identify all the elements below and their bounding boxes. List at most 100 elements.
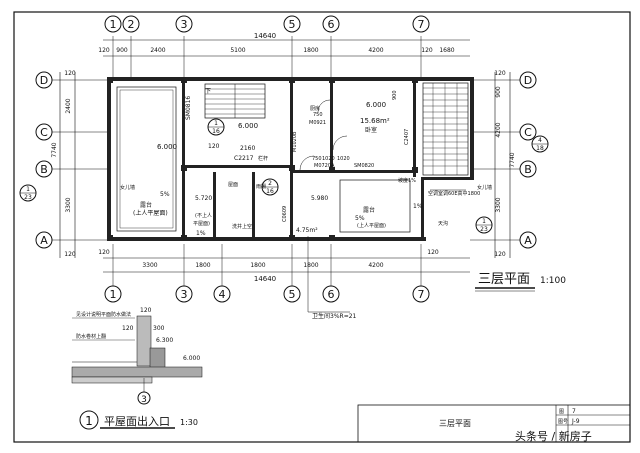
- svg-text:露台: 露台: [140, 201, 152, 209]
- svg-text:300: 300: [153, 325, 165, 332]
- sheet-border: [13, 11, 631, 443]
- detail-title-block: 1 平屋面出入口 1:30: [79, 410, 198, 430]
- svg-text:3: 3: [181, 18, 188, 31]
- svg-text:6.300: 6.300: [156, 337, 173, 344]
- svg-text:1%: 1%: [413, 203, 423, 210]
- svg-text:2160: 2160: [240, 145, 255, 152]
- axis-bottom-6: 6: [322, 285, 340, 303]
- dimension-bottom: 120 3300 1800 1800 1800 4200 120 14640: [98, 244, 470, 286]
- svg-text:SM0820: SM0820: [354, 163, 374, 169]
- axis-bottom-7: 7: [412, 285, 430, 303]
- svg-text:7: 7: [418, 18, 425, 31]
- svg-text:雨棚: 雨棚: [256, 183, 266, 190]
- detail-scale: 1:30: [180, 418, 198, 427]
- svg-text:屋面: 屋面: [228, 182, 238, 188]
- svg-text:下: 下: [205, 88, 211, 95]
- svg-text:750: 750: [312, 156, 322, 162]
- svg-text:(上人平屋面): (上人平屋面): [133, 209, 168, 217]
- svg-text:4200: 4200: [495, 122, 502, 137]
- svg-text:6.000: 6.000: [238, 122, 258, 130]
- parapet-lines: [116, 86, 466, 233]
- section-marker-stair: 1 16: [207, 118, 225, 136]
- svg-text:120: 120: [427, 249, 439, 256]
- plan-title-block: 三层平面 1:100: [475, 272, 566, 292]
- axis-top-3: 3: [175, 15, 193, 33]
- svg-text:5: 5: [289, 18, 296, 31]
- axis-bottom-4: 4: [213, 285, 231, 303]
- svg-text:图号: 图号: [558, 419, 568, 425]
- svg-text:23: 23: [480, 226, 488, 233]
- svg-text:C: C: [40, 126, 48, 139]
- svg-text:120: 120: [494, 70, 506, 77]
- svg-text:750: 750: [313, 112, 323, 118]
- axis-top-5: 5: [283, 15, 301, 33]
- svg-text:1: 1: [214, 120, 218, 127]
- svg-text:3: 3: [181, 288, 188, 301]
- axis-right-C: C: [519, 123, 537, 141]
- svg-text:900: 900: [116, 47, 128, 54]
- svg-text:卫生间3%R=21: 卫生间3%R=21: [312, 312, 357, 320]
- svg-text:3300: 3300: [495, 197, 502, 212]
- svg-text:6.000: 6.000: [366, 101, 386, 109]
- svg-text:天沟: 天沟: [438, 220, 448, 227]
- svg-text:3300: 3300: [142, 262, 157, 269]
- svg-text:7: 7: [572, 408, 576, 415]
- svg-text:7740: 7740: [509, 152, 516, 167]
- svg-text:3300: 3300: [65, 197, 72, 212]
- svg-text:2400: 2400: [65, 98, 72, 113]
- callout-note: 卫生间3%R=21: [307, 236, 357, 320]
- axis-bottom-1: 1: [104, 285, 122, 303]
- svg-text:1800: 1800: [303, 47, 318, 54]
- svg-text:120: 120: [421, 47, 433, 54]
- svg-text:5.980: 5.980: [311, 195, 328, 202]
- title-block: 三层平面 图 图号 7 J-9: [357, 404, 631, 443]
- svg-text:露台: 露台: [363, 206, 375, 214]
- svg-text:1680: 1680: [439, 47, 454, 54]
- svg-text:16: 16: [212, 128, 220, 135]
- balcony-hatch: [422, 82, 469, 176]
- axis-right-B: B: [519, 160, 537, 178]
- svg-text:5.720: 5.720: [195, 195, 212, 202]
- section-marker-right-bottom: 1 23: [475, 216, 493, 234]
- svg-text:A: A: [40, 234, 48, 247]
- svg-text:1: 1: [110, 288, 117, 301]
- svg-text:坡度1%: 坡度1%: [398, 177, 416, 184]
- svg-text:(上人平屋面): (上人平屋面): [357, 222, 386, 229]
- axis-top-7: 7: [412, 15, 430, 33]
- svg-text:SM0816: SM0816: [185, 96, 192, 120]
- svg-text:1800: 1800: [303, 262, 318, 269]
- detail-roof-entrance: 见设计说明平面防水做法 防水卷材上翻 120 120 6.300 6.000 3…: [71, 307, 203, 405]
- building-walls: [107, 77, 474, 241]
- drawing-name: 三层平面: [439, 419, 471, 428]
- axis-right-A: A: [519, 231, 537, 249]
- svg-text:15.68m²: 15.68m²: [360, 117, 390, 125]
- svg-text:空调室调60E高中1800: 空调室调60E高中1800: [428, 190, 480, 197]
- svg-text:平屋面): 平屋面): [193, 221, 210, 227]
- detail-title: 平屋面出入口: [104, 414, 170, 428]
- svg-text:120: 120: [64, 70, 76, 77]
- svg-text:1: 1: [85, 414, 93, 428]
- door-swings: [299, 99, 348, 171]
- svg-text:2: 2: [128, 18, 135, 31]
- svg-text:A: A: [524, 234, 532, 247]
- svg-text:1020: 1020: [337, 156, 350, 162]
- svg-text:1800: 1800: [250, 262, 265, 269]
- svg-text:14640: 14640: [254, 275, 276, 283]
- axis-left-D: D: [35, 71, 53, 89]
- svg-text:C: C: [524, 126, 532, 139]
- svg-text:6.000: 6.000: [157, 143, 177, 151]
- svg-text:6: 6: [328, 18, 335, 31]
- plan-scale: 1:100: [540, 276, 566, 286]
- svg-text:7: 7: [418, 288, 425, 301]
- svg-text:6.000: 6.000: [183, 355, 200, 362]
- svg-text:120: 120: [98, 249, 110, 256]
- svg-text:B: B: [40, 163, 48, 176]
- axis-bottom-3: 3: [175, 285, 193, 303]
- section-marker-right-top: 4 18: [531, 135, 549, 153]
- dimension-right: 120 900 4200 7740 3300 120: [470, 70, 520, 258]
- svg-text:D: D: [524, 74, 532, 87]
- svg-text:120: 120: [208, 143, 220, 150]
- svg-text:见设计说明平面防水做法: 见设计说明平面防水做法: [76, 311, 131, 318]
